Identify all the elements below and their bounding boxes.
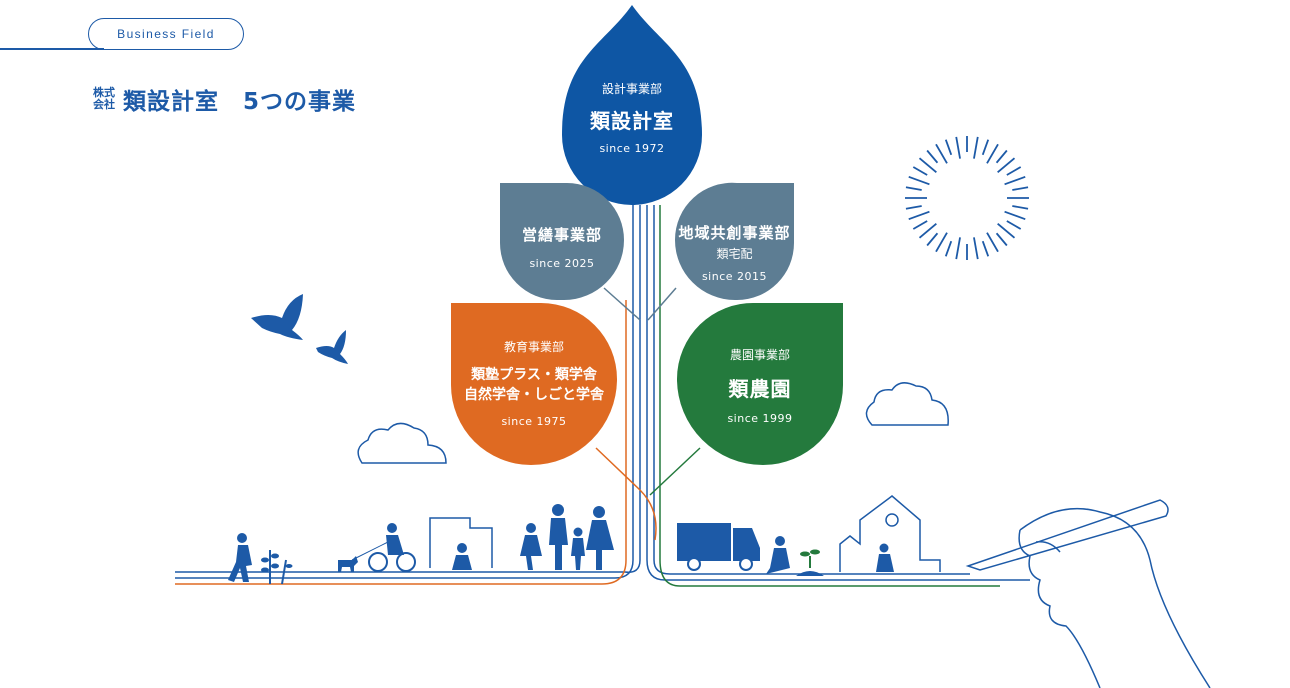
sun-icon: [905, 136, 1029, 260]
farm-since-label: since 1999: [727, 412, 793, 425]
sun-ray: [981, 139, 990, 156]
sun-ray: [1006, 166, 1022, 176]
sun-ray: [908, 210, 930, 221]
sun-ray: [944, 240, 953, 257]
cloud-right-icon: [865, 382, 949, 426]
leaf-community: [674, 182, 794, 300]
maintenance-since-label: since 2025: [529, 257, 595, 270]
sun-ray: [1004, 210, 1026, 221]
farm-name-label: 類農園: [728, 377, 792, 401]
community-since-label: since 2015: [701, 270, 768, 283]
sun-ray: [955, 136, 961, 159]
truck-icon: [677, 523, 760, 571]
leaf-education-text: 教育事業部 類塾プラス・類学舎 自然学舎・しごと学舎 since 1975: [451, 338, 617, 428]
sun-ray: [955, 237, 961, 260]
sun-ray: [995, 232, 1008, 247]
education-dept-label: 教育事業部: [503, 340, 564, 354]
education-since-label: since 1975: [501, 415, 567, 428]
leaf-design-text: 設計事業部 類設計室 since 1972: [562, 80, 702, 155]
design-name-label: 類設計室: [590, 109, 674, 133]
family-icon: [520, 504, 614, 570]
sun-ray: [1004, 175, 1026, 186]
design-since-label: since 1972: [599, 142, 665, 155]
sun-ray: [918, 223, 937, 239]
sun-ray: [905, 186, 922, 191]
bird-icon: [251, 294, 303, 340]
sun-ray: [912, 166, 928, 176]
house-icon: [839, 495, 941, 572]
sun-ray: [935, 232, 948, 253]
title-text: 類設計室 5つの事業: [123, 89, 357, 115]
leaf-maintenance-text: 営繕事業部 since 2025: [500, 224, 624, 270]
hand-pen-icon: [965, 499, 1211, 688]
ground-figures: [228, 495, 941, 585]
sun-ray: [944, 139, 953, 156]
gardener-icon: [766, 536, 824, 576]
sun-ray: [912, 220, 928, 230]
sun-ray: [926, 149, 939, 164]
cyclist-icon: [351, 523, 416, 572]
sun-ray: [926, 232, 939, 247]
sun-ray: [973, 136, 979, 159]
sun-ray: [908, 175, 930, 186]
sun-ray: [986, 143, 999, 164]
community-dept-label: 地域共創事業部: [678, 224, 791, 242]
design-dept-label: 設計事業部: [601, 82, 662, 96]
maintenance-dept-label: 営繕事業部: [521, 226, 602, 244]
leaf-maintenance: [500, 183, 624, 300]
leaf-farm-text: 農園事業部 類農園 since 1999: [677, 346, 843, 425]
corp-label: 株式 会社: [93, 87, 115, 111]
leaf-education: [451, 303, 617, 465]
education-name-line-1: 類塾プラス・類学舎: [471, 367, 597, 383]
sun-ray: [973, 237, 979, 260]
sun-ray: [995, 149, 1008, 164]
sun-ray: [997, 157, 1016, 173]
walking-person-icon: [228, 533, 252, 582]
corp-line-1: 株式: [93, 86, 115, 99]
building-icon: [429, 517, 493, 570]
badge-divider: [0, 48, 104, 50]
business-field-badge: Business Field: [88, 18, 244, 50]
leaf-farm: [677, 302, 843, 465]
cloud-icon: [357, 422, 447, 464]
plants-icon: [261, 550, 293, 585]
sun-ray: [1006, 220, 1022, 230]
sun-ray: [935, 143, 948, 164]
leaf-community-text: 地域共創事業部 類宅配 since 2015: [675, 222, 794, 283]
bird-small-icon: [316, 330, 348, 364]
leaf-design: [562, 5, 702, 205]
sun-ray: [997, 223, 1016, 239]
farm-dept-label: 農園事業部: [729, 348, 790, 362]
sun-ray: [1012, 186, 1029, 191]
sun-ray: [981, 240, 990, 257]
sun-ray: [905, 205, 922, 210]
education-name-line-2: 自然学舎・しごと学舎: [464, 387, 604, 403]
sun-ray: [986, 232, 999, 253]
corp-line-2: 会社: [93, 98, 115, 111]
tree-stem: [175, 205, 1030, 587]
page-title: 株式 会社 類設計室 5つの事業: [93, 82, 356, 116]
sun-ray: [918, 157, 937, 173]
community-sub-label: 類宅配: [716, 247, 753, 261]
sun-ray: [1012, 205, 1029, 210]
